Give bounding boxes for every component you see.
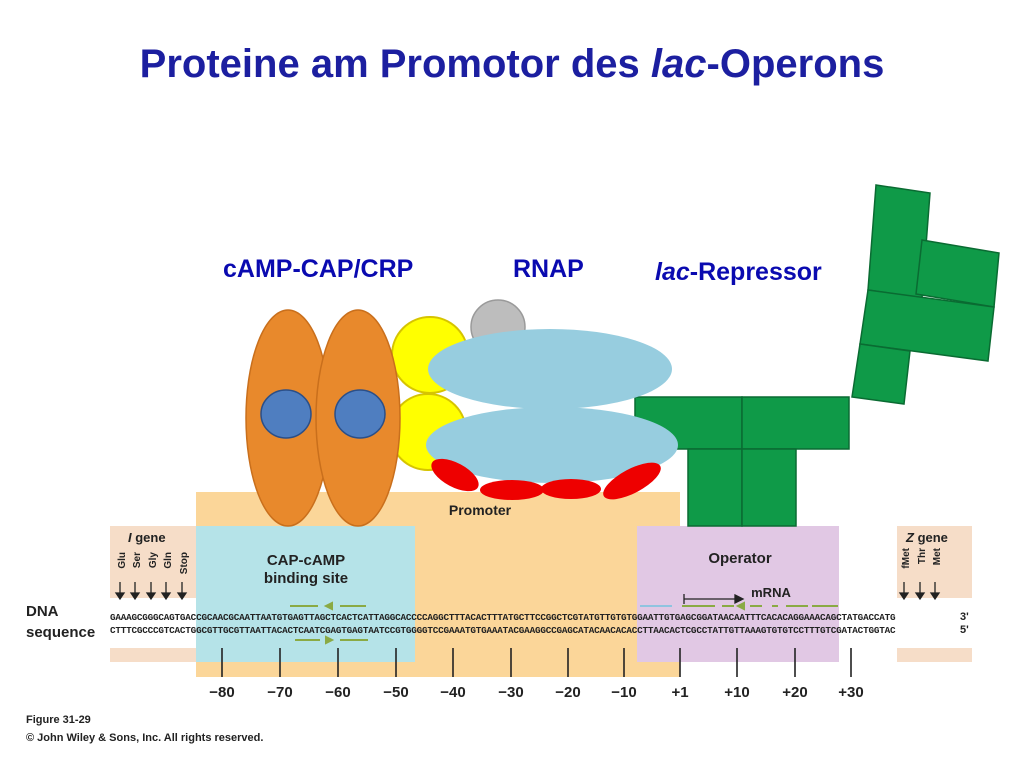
tick-label: −10 xyxy=(611,684,637,701)
rnap-label: RNAP xyxy=(513,255,584,283)
camp-molecule xyxy=(260,389,312,439)
mrna-arrow xyxy=(683,593,745,605)
dna-label-line2: sequence xyxy=(26,624,96,641)
lac-repressor xyxy=(634,184,1000,527)
tick-label: −20 xyxy=(555,684,581,701)
cap-site-band xyxy=(196,648,415,662)
camp-molecule xyxy=(334,389,386,439)
gap-band xyxy=(839,648,897,662)
dna-label-line1: DNA xyxy=(26,603,59,620)
figure-number: Figure 31-29 xyxy=(26,714,91,726)
promoter-label: Promoter xyxy=(448,502,512,518)
tick-label: −40 xyxy=(440,684,466,701)
slide-title: Proteine am Promotor des lac-Operons xyxy=(139,42,885,86)
strand-end-5prime: 5' xyxy=(960,624,969,636)
tick-label: +20 xyxy=(782,684,808,701)
i-gene-arrows xyxy=(114,582,188,601)
symmetry-marks xyxy=(290,601,838,645)
strand-end-3prime: 3' xyxy=(960,611,969,623)
cap-label: cAMP-CAP/CRP xyxy=(223,255,414,283)
cap-site-label-line1: CAP-cAMP xyxy=(266,552,346,569)
repressor-label: lac-Repressor xyxy=(655,258,822,286)
tick-label: −30 xyxy=(498,684,524,701)
operator-band xyxy=(637,648,839,662)
position-ticks xyxy=(221,648,852,677)
tick-label: −60 xyxy=(325,684,351,701)
z-gene-arrows xyxy=(898,582,941,601)
cap-site-label-line2: binding site xyxy=(263,570,349,587)
promoter-band xyxy=(415,648,637,662)
rnap-beta-prime-subunit xyxy=(428,329,672,409)
operator-label: Operator xyxy=(708,550,772,567)
dna-bottom-strand: CTTTCGCCCGTCACTGGCGTTGCGTTAATTACACTCAATC… xyxy=(110,625,896,636)
dna-top-strand: GAAAGCGGGCAGTGACCGCAACGCAATTAATGTGAGTTAG… xyxy=(110,612,896,623)
tick-label: −70 xyxy=(267,684,293,701)
operator-region xyxy=(637,526,839,662)
tick-label: +1 xyxy=(671,684,689,701)
tick-label: +30 xyxy=(838,684,864,701)
tick-label: −80 xyxy=(209,684,235,701)
i-gene-label: I gene xyxy=(128,530,166,545)
tick-label: −50 xyxy=(383,684,409,701)
mrna-label: mRNA xyxy=(751,585,791,600)
copyright-notice: © John Wiley & Sons, Inc. All rights res… xyxy=(26,732,264,744)
sigma-factor xyxy=(431,458,661,500)
z-gene-label: Z gene xyxy=(906,530,948,545)
tick-label: +10 xyxy=(724,684,750,701)
rnap-beta-subunit xyxy=(426,407,678,483)
